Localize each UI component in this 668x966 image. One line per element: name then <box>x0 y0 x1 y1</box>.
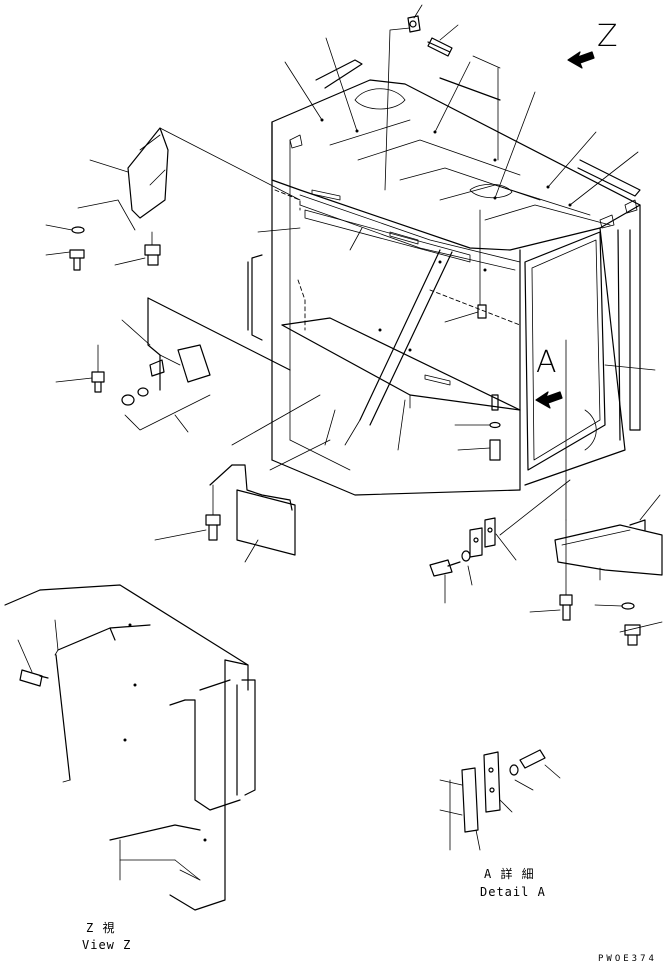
front-bottom-plate <box>154 394 331 563</box>
detail-a-caption-en: Detail A <box>480 885 546 899</box>
drawing-code: PWOE374 <box>598 954 657 964</box>
section-a-letter: A <box>536 345 557 380</box>
mirror-assembly <box>55 297 291 433</box>
hinge-plates <box>429 479 571 604</box>
view-z-letter: Z <box>597 19 618 54</box>
right-step-cover <box>529 339 663 646</box>
callout-leaders <box>257 37 656 451</box>
detail-a-drawing <box>439 749 561 851</box>
detail-a-caption-jp: A 詳 細 <box>484 867 535 881</box>
left-side-cover <box>77 127 301 231</box>
left-washer-bolt <box>45 224 161 271</box>
section-a-arrow-icon <box>535 391 563 409</box>
view-z-caption-en: View Z <box>82 938 132 952</box>
view-z-caption-jp: Z 視 <box>86 921 116 935</box>
cab-body <box>247 59 641 496</box>
view-z-arrow-icon <box>567 51 595 69</box>
view-z-drawing <box>4 584 256 911</box>
top-clip-and-bolt <box>384 4 459 191</box>
